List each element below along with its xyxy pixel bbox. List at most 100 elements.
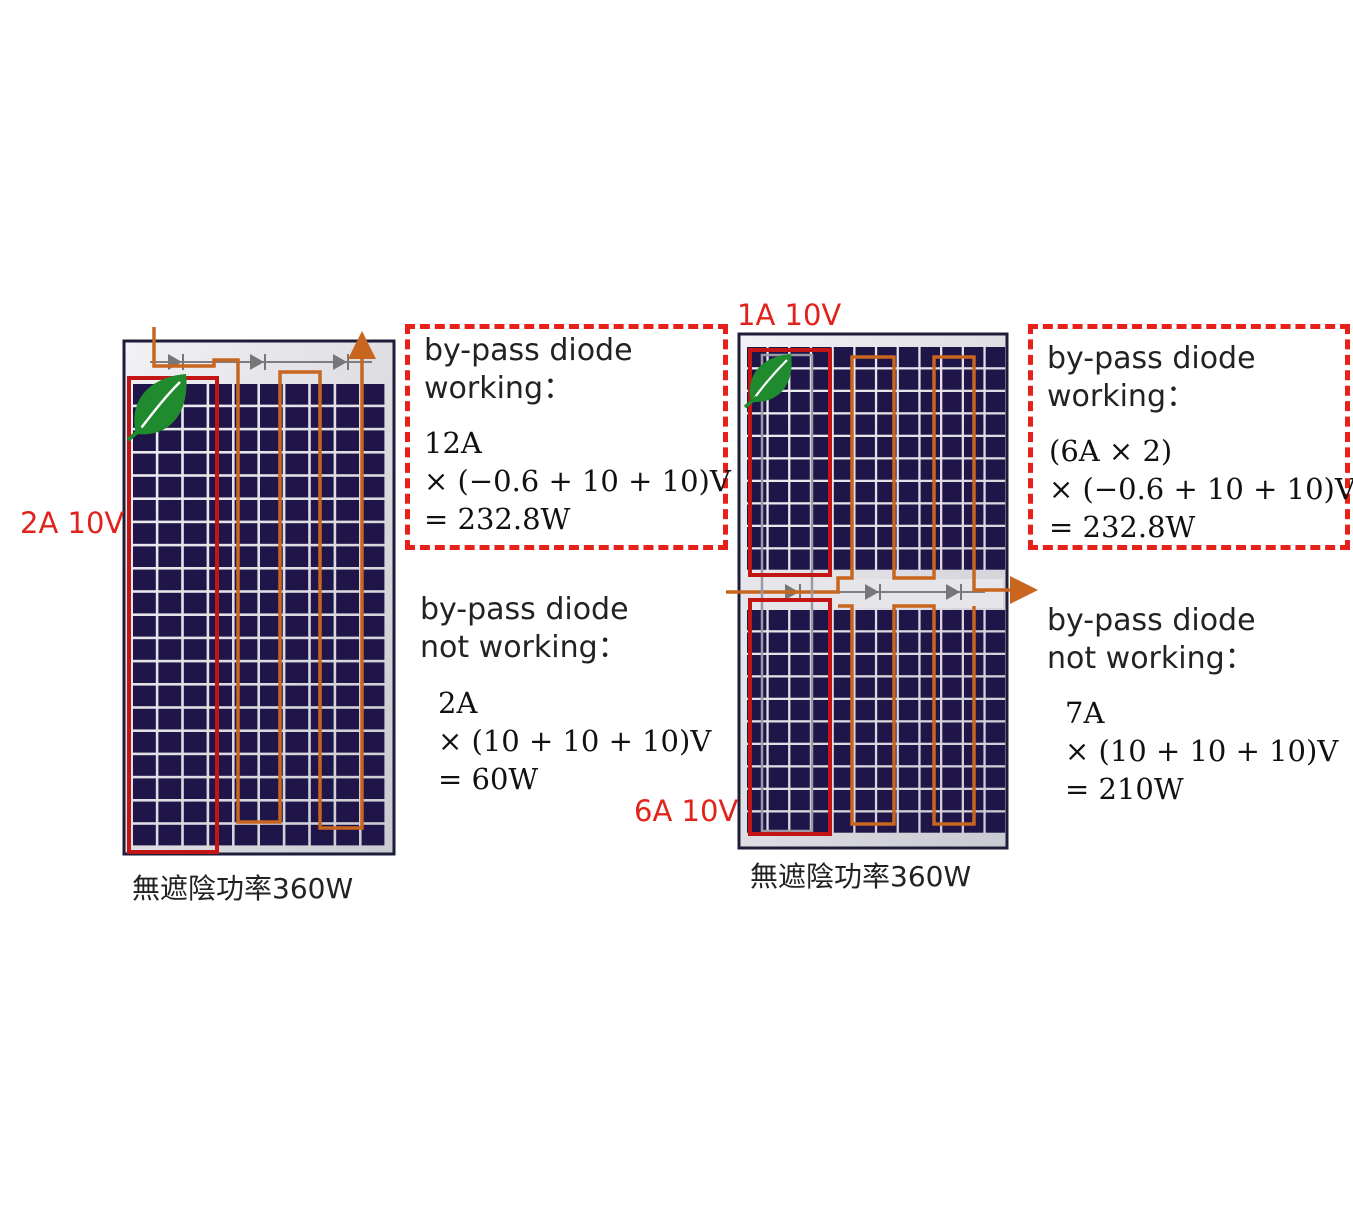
- solar-cell: [183, 569, 207, 591]
- shaded-string-box-top: [748, 348, 832, 577]
- solar-cell: [361, 430, 385, 451]
- solar-cell: [133, 616, 156, 637]
- solar-cell: [310, 453, 334, 475]
- solar-cell: [133, 639, 156, 660]
- solar-cell: [790, 767, 810, 788]
- solar-cell: [183, 523, 207, 544]
- solar-cell: [310, 430, 334, 451]
- solar-cell: [898, 504, 919, 525]
- solar-cell: [833, 347, 854, 368]
- solar-cell: [158, 476, 182, 498]
- solar-cell: [361, 708, 385, 730]
- left-working-title-1: by-pass diode: [424, 333, 633, 368]
- solar-cell: [898, 700, 919, 721]
- solar-cell: [285, 732, 309, 753]
- solar-cell: [855, 677, 875, 698]
- string-current-path: [726, 355, 1038, 826]
- solar-cell: [985, 347, 1006, 368]
- solar-cell: [833, 632, 854, 653]
- solar-cell: [898, 767, 919, 788]
- solar-cell: [877, 677, 897, 698]
- solar-cell: [361, 685, 385, 707]
- solar-cell: [855, 700, 875, 721]
- solar-cell: [336, 407, 359, 428]
- solar-cell: [285, 453, 309, 475]
- leaf-icon: [126, 374, 187, 442]
- solar-cell: [310, 476, 334, 498]
- solar-cell: [361, 384, 385, 405]
- solar-cell: [336, 523, 359, 544]
- solar-cell: [310, 523, 334, 544]
- solar-cell: [361, 824, 385, 846]
- solar-cell: [234, 824, 258, 846]
- left-notworking-title-2: not working：: [420, 630, 628, 665]
- solar-cell: [790, 655, 810, 676]
- solar-cell: [855, 392, 875, 413]
- solar-cell: [790, 437, 810, 458]
- solar-cell: [790, 527, 810, 548]
- solar-cell: [234, 732, 258, 753]
- solar-cell: [209, 384, 232, 405]
- solar-cell: [942, 549, 962, 570]
- solar-cell: [768, 722, 789, 743]
- solar-cell: [336, 546, 359, 567]
- solar-cell: [310, 592, 334, 614]
- solar-cell: [336, 453, 359, 475]
- solar-cell: [158, 523, 182, 544]
- left-notworking-eq-1: 2A: [438, 686, 478, 720]
- solar-cell: [812, 677, 832, 698]
- solar-cell: [158, 755, 182, 776]
- solar-cell: [260, 639, 283, 660]
- solar-cell: [133, 500, 156, 521]
- solar-cell: [855, 767, 875, 788]
- solar-cell: [361, 801, 385, 823]
- left-working-eq-1: 12A: [424, 426, 482, 460]
- diode-icon: [946, 584, 962, 600]
- solar-cell: [985, 459, 1006, 480]
- solar-cell: [361, 500, 385, 521]
- solar-cell: [310, 616, 334, 637]
- solar-cell: [234, 685, 258, 707]
- solar-cell: [133, 778, 156, 799]
- solar-cell: [158, 639, 182, 660]
- solar-cell: [285, 639, 309, 660]
- left-working-eq-3: = 232.8W: [424, 502, 571, 536]
- solar-cell: [285, 708, 309, 730]
- solar-cell: [285, 778, 309, 799]
- solar-cell: [877, 482, 897, 503]
- solar-cell: [285, 801, 309, 823]
- solar-cell: [877, 745, 897, 766]
- solar-cell: [942, 767, 962, 788]
- solar-cell: [133, 546, 156, 567]
- solar-cell: [209, 430, 232, 451]
- solar-cell: [898, 369, 919, 390]
- solar-cell: [877, 369, 897, 390]
- solar-cell: [833, 790, 854, 811]
- solar-cell: [768, 700, 789, 721]
- solar-cell: [942, 790, 962, 811]
- solar-cell: [877, 610, 897, 631]
- solar-cell: [260, 476, 283, 498]
- solar-cell: [361, 639, 385, 660]
- solar-cell: [133, 708, 156, 730]
- solar-cell: [812, 610, 832, 631]
- solar-cell: [260, 662, 283, 683]
- solar-cell: [920, 459, 940, 480]
- right-working-title-1: by-pass diode: [1047, 341, 1256, 376]
- solar-cell: [183, 685, 207, 707]
- right-notworking-title-2: not working：: [1047, 641, 1255, 676]
- solar-cell: [158, 778, 182, 799]
- solar-cell: [768, 527, 789, 548]
- solar-cell: [285, 755, 309, 776]
- solar-cell: [833, 414, 854, 435]
- solar-cell: [285, 384, 309, 405]
- solar-cell: [260, 569, 283, 591]
- solar-cell: [985, 700, 1006, 721]
- solar-cell: [234, 616, 258, 637]
- solar-cell: [855, 790, 875, 811]
- solar-cell: [898, 677, 919, 698]
- solar-cell: [234, 592, 258, 614]
- solar-cell: [942, 459, 962, 480]
- solar-cell: [234, 407, 258, 428]
- left-notworking-eq-3: = 60W: [438, 762, 539, 796]
